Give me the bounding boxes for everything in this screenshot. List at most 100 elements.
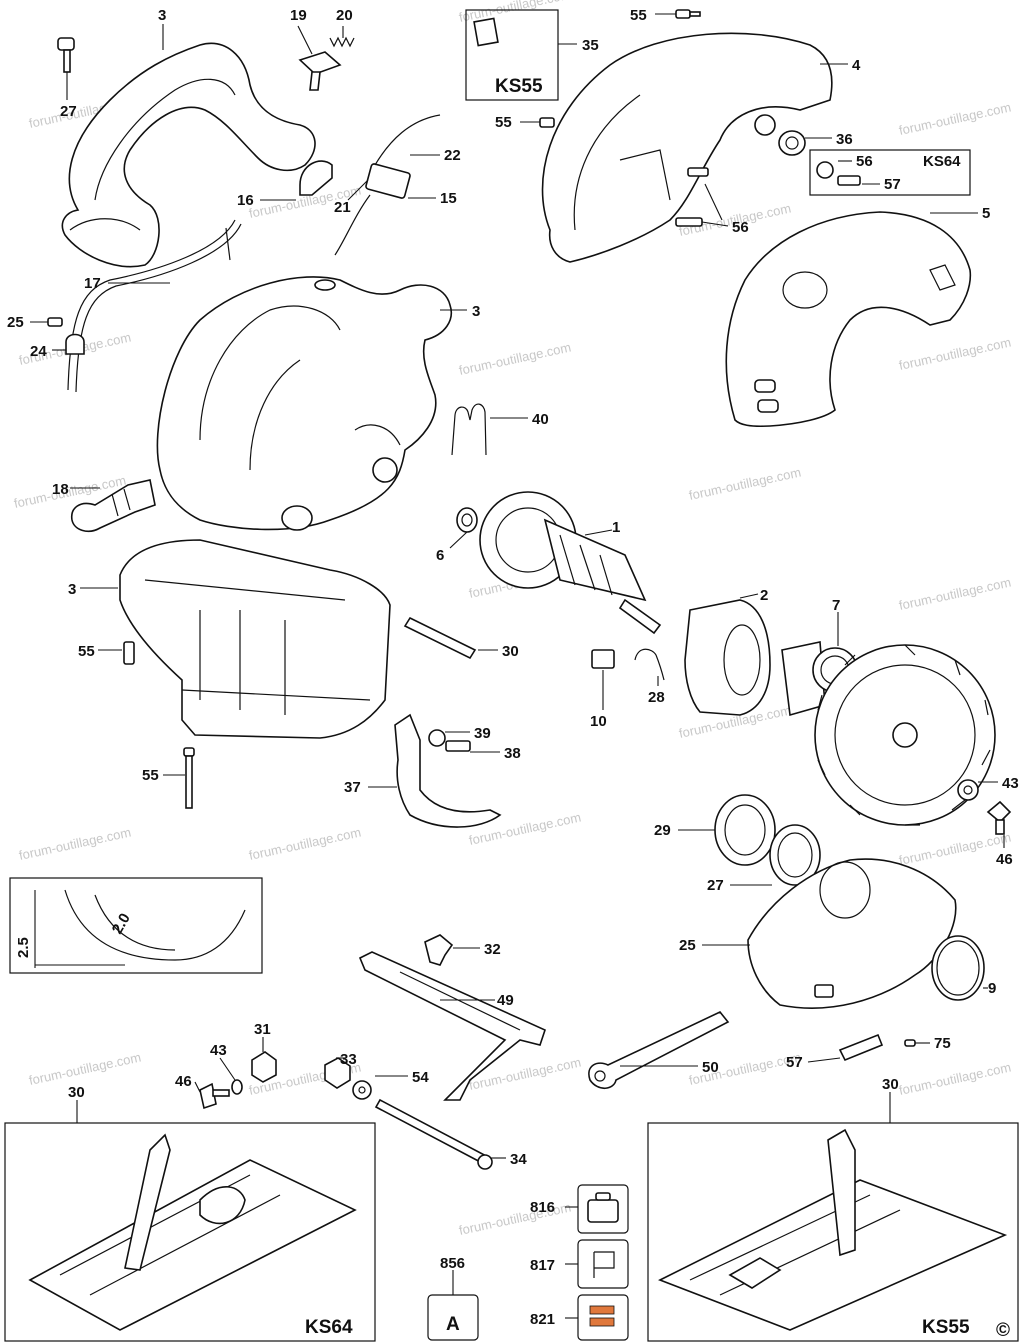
callout-label: 31 <box>254 1021 271 1038</box>
callout-label: 29 <box>654 822 671 839</box>
callout-label: 50 <box>702 1059 719 1076</box>
callout-label: 15 <box>440 190 457 207</box>
sign-letter: A <box>446 1314 460 1335</box>
switch-13 <box>334 114 441 256</box>
washer-39 <box>428 729 446 747</box>
callout-label: 54 <box>412 1069 429 1086</box>
callout-label: 27 <box>707 877 724 894</box>
callout-label: 30 <box>68 1084 85 1101</box>
screw-53-a <box>687 167 709 177</box>
pin-29 <box>403 616 477 660</box>
base-housing <box>119 539 391 739</box>
callout-label: 28 <box>648 689 665 706</box>
callout-label: 56 <box>856 153 873 170</box>
callout-label: 18 <box>52 481 69 498</box>
callout-label: 817 <box>530 1257 555 1274</box>
callout-label: 75 <box>934 1035 951 1052</box>
bearing-6 <box>456 507 478 533</box>
callout-label: 17 <box>84 275 101 292</box>
manual-817 <box>577 1239 629 1289</box>
callout-label: 1 <box>612 519 620 536</box>
callout-label: 3 <box>472 303 480 320</box>
callout-label: 2 <box>760 587 768 604</box>
callout-label: 16 <box>237 192 254 209</box>
knob-75 <box>838 1033 884 1062</box>
rear-handle <box>61 42 316 268</box>
watermark: forum-outillage.com <box>898 100 1013 138</box>
variant-label: KS55 <box>922 1317 970 1338</box>
watermark: forum-outillage.com <box>898 1060 1013 1098</box>
callout-label: 7 <box>832 597 840 614</box>
spring-21 <box>634 648 665 681</box>
callout-label: 46 <box>175 1073 192 1090</box>
screw-23 <box>47 317 63 327</box>
watermark: forum-outillage.com <box>898 335 1013 373</box>
callout-label: 55 <box>495 114 512 131</box>
lever-37 <box>394 713 502 828</box>
ring-27 <box>769 824 821 886</box>
callouts: 3 19 20 27 22 16 15 21 17 3 25 24 40 18 … <box>7 7 1019 1328</box>
washer-43 <box>231 1079 243 1095</box>
callout-label: 9 <box>988 980 996 997</box>
rip-fence-49 <box>358 951 546 1101</box>
callout-label: 24 <box>30 343 47 360</box>
callout-label: 55 <box>142 767 159 784</box>
callout-label: 21 <box>334 199 351 216</box>
saw-blade <box>814 644 996 826</box>
dimension-b: 2.0 <box>109 910 134 937</box>
watermark: forum-outillage.com <box>898 575 1013 613</box>
label-box-35: KS55 <box>465 9 559 101</box>
callout-label: 20 <box>336 7 353 24</box>
ks64-kit-box: KS64 <box>809 149 971 196</box>
callout-label: 816 <box>530 1199 555 1216</box>
spring-clip-40 <box>451 403 487 456</box>
upper-guard-4 <box>541 32 833 263</box>
screw-55-side <box>539 117 555 128</box>
screw-53-b <box>675 217 703 227</box>
callout-label: 33 <box>340 1051 357 1068</box>
washer-41 <box>957 779 979 801</box>
callout-label: 36 <box>836 131 853 148</box>
callout-label: 30 <box>882 1076 899 1093</box>
callout-label: 35 <box>582 37 599 54</box>
bushing-36 <box>778 130 806 156</box>
armature-1 <box>479 491 662 635</box>
callout-label: 10 <box>590 713 607 730</box>
base-plate-ks55: KS55 <box>647 1122 1019 1342</box>
callout-label: 43 <box>210 1042 227 1059</box>
bolt-34 <box>374 1098 493 1170</box>
ring-9 <box>931 935 985 1001</box>
screw-55-top <box>675 9 701 19</box>
bolt-42 <box>986 800 1012 835</box>
callout-label: 40 <box>532 411 549 428</box>
watermark: forum-outillage.com <box>458 340 573 378</box>
stator-2 <box>684 599 771 716</box>
callout-label: 49 <box>497 992 514 1009</box>
copyright-mark: © <box>996 1320 1010 1341</box>
wing-knob-32 <box>424 934 454 966</box>
callout-label: 46 <box>996 851 1013 868</box>
callout-label: 34 <box>510 1151 527 1168</box>
watermark: forum-outillage.com <box>688 465 803 503</box>
watermark: forum-outillage.com <box>28 1050 143 1088</box>
warning-sign-856: A <box>427 1294 479 1341</box>
callout-label: 30 <box>502 643 519 660</box>
spring-20 <box>329 36 355 48</box>
watermark: forum-outillage.com <box>458 1200 573 1238</box>
callout-label: 5 <box>982 205 990 222</box>
callout-label: 37 <box>344 779 361 796</box>
callout-label: 55 <box>630 7 647 24</box>
detail-inset: 2.5 2.0 <box>9 877 263 974</box>
callout-label: 38 <box>504 745 521 762</box>
callout-label: 3 <box>68 581 76 598</box>
callout-label: 56 <box>732 219 749 236</box>
motor-housing <box>156 276 452 531</box>
cable-clamp-22 <box>65 333 85 355</box>
screw-51 <box>123 641 135 665</box>
variant-label: KS55 <box>495 76 543 97</box>
callout-label: 4 <box>852 57 861 74</box>
guard-cover-5 <box>725 211 972 428</box>
screw-46 <box>199 1082 230 1110</box>
screw-38 <box>445 740 471 752</box>
